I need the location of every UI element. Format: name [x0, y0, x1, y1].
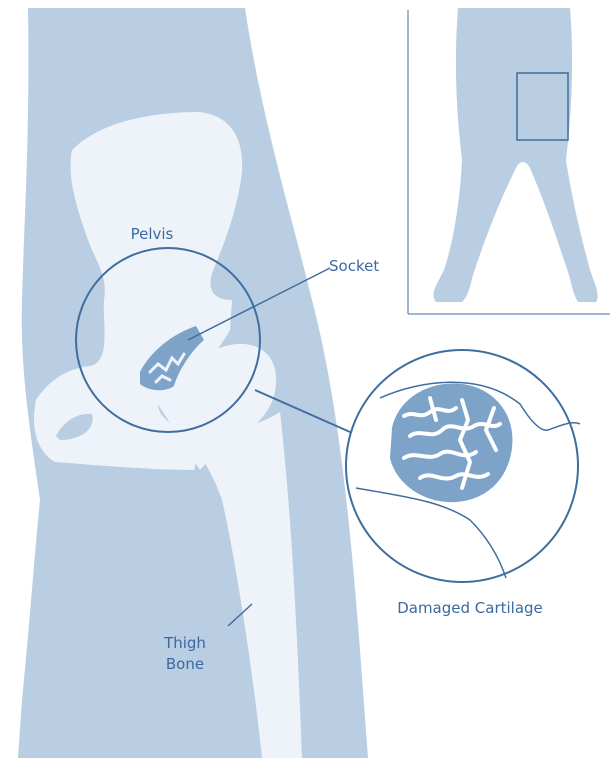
damaged-cartilage-label: Damaged Cartilage	[397, 599, 543, 617]
body-silhouette	[434, 8, 598, 302]
thigh-bone-label-line1: Thigh	[163, 634, 206, 652]
thigh-bone-label-line2: Bone	[166, 655, 204, 673]
zoom-circle	[346, 350, 580, 582]
socket-label: Socket	[329, 257, 379, 275]
body-silhouette-inset	[408, 8, 610, 314]
pelvis-label: Pelvis	[131, 225, 174, 243]
